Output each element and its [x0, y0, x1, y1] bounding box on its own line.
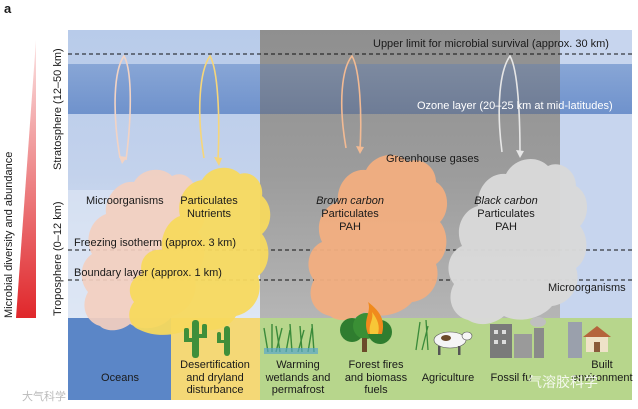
greenhouse-gases-label: Greenhouse gases	[386, 153, 479, 165]
microorganisms-right-label: Microorganisms	[548, 282, 626, 294]
house-icon	[568, 322, 611, 358]
agriculture-icon	[415, 319, 473, 355]
cloud-black-pah-label: PAH	[495, 221, 517, 233]
ozone-layer-label: Ozone layer (20–25 km at mid-latitudes)	[417, 100, 613, 112]
factory-icon	[490, 317, 546, 358]
arrow-black-carbon	[498, 54, 521, 155]
forest-fire-icon	[340, 302, 392, 352]
upper-limit-label: Upper limit for microbial survival (appr…	[373, 38, 609, 50]
source-forest-fires-label: Forest fires and biomass fuels	[344, 359, 408, 397]
ozone-band-middle	[260, 64, 560, 114]
watermark-left: 大气科学	[22, 391, 66, 403]
particulates-cloud	[129, 167, 271, 335]
diversity-gradient-triangle	[16, 40, 36, 318]
source-agriculture-label: Agriculture	[421, 372, 475, 384]
cloud-brown-carbon-label: Brown carbon	[316, 195, 384, 207]
source-fossil-fuels-label: Fossil fu	[490, 372, 532, 384]
source-built-environment-label: Built environment	[572, 359, 633, 384]
stratosphere-label: Stratosphere (12–50 km)	[52, 48, 64, 170]
cloud-nutrients-label: Nutrients	[186, 208, 232, 220]
ozone-band-left	[68, 64, 260, 114]
cactus-icon	[184, 320, 230, 358]
source-wetlands-label: Warming wetlands and permafrost	[265, 359, 331, 397]
troposphere-label: Troposphere (0–12 km)	[52, 201, 64, 316]
cloud-microorganisms-label: Microorganisms	[86, 195, 164, 207]
cloud-brown-particulates-label: Particulates	[321, 208, 379, 220]
black-carbon-cloud	[448, 159, 588, 325]
watermark-right: 气溶胶科学	[528, 374, 598, 390]
source-oceans-label: Oceans	[101, 372, 139, 384]
diversity-axis-label: Microbial diversity and abundance	[3, 151, 15, 318]
panel-letter: a	[4, 1, 12, 16]
freezing-isotherm-label: Freezing isotherm (approx. 3 km)	[74, 237, 236, 249]
cloud-brown-pah-label: PAH	[339, 221, 361, 233]
cloud-black-particulates-label: Particulates	[477, 208, 535, 220]
arrow-brown-carbon	[340, 54, 362, 151]
ozone-band-right	[560, 64, 632, 114]
source-desertification-label: Desertification and dryland disturbance	[180, 359, 250, 397]
boundary-layer-label: Boundary layer (approx. 1 km)	[74, 267, 222, 279]
atmosphere-diagram	[68, 30, 632, 400]
cloud-particulates-label: Particulates	[180, 195, 238, 207]
cloud-black-carbon-label: Black carbon	[474, 195, 538, 207]
arrow-particulates	[198, 54, 220, 161]
brown-carbon-cloud	[308, 155, 448, 321]
arrow-microorganisms	[114, 54, 132, 161]
